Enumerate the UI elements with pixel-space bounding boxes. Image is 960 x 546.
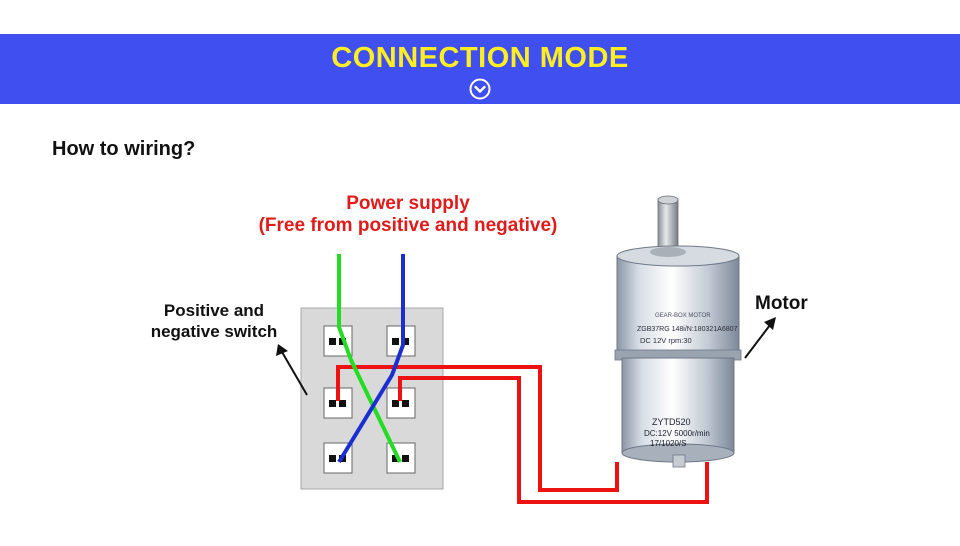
terminal-bottom-right — [386, 442, 416, 474]
power-supply-note: (Free from positive and negative) — [258, 215, 558, 236]
blue-wire — [337, 254, 405, 464]
section-banner: CONNECTION MODE — [0, 34, 960, 104]
motor-shaft-end — [657, 195, 679, 205]
red-wire-outer — [336, 365, 619, 492]
gearbox-model-text: ZGB37RG 148i/N:180321A6807 — [637, 326, 738, 333]
motor-model-text: ZYTD520 — [652, 417, 691, 427]
power-supply-label: Power supply (Free from positive and neg… — [248, 193, 568, 237]
green-wire — [337, 254, 402, 463]
motor-body — [621, 357, 735, 454]
red-wire-inner — [398, 376, 709, 504]
switch-panel — [300, 307, 444, 490]
gearbox-brand-text: GEAR-BOX MOTOR — [655, 313, 711, 319]
motor-shaft — [657, 198, 679, 252]
motor-illustration: GEAR-BOX MOTOR ZGB37RG 148i/N:180321A680… — [614, 195, 742, 468]
power-supply-title: Power supply — [346, 193, 470, 214]
page-heading: How to wiring? — [52, 138, 196, 160]
expand-button[interactable] — [469, 78, 491, 100]
chevron-down-circle-icon — [469, 78, 491, 100]
motor-code-text: 17/1020/S — [650, 439, 686, 448]
switch-label: Positive and negative switch — [140, 300, 288, 342]
banner-title: CONNECTION MODE — [331, 42, 629, 74]
switch-label-line2: negative switch — [150, 322, 278, 341]
motor-voltage-text: DC:12V 5000r/min — [644, 429, 710, 438]
gearbox-body — [616, 255, 740, 357]
motor-label: Motor — [755, 293, 808, 314]
switch-terminals — [323, 325, 416, 474]
switch-pointer-arrow — [276, 344, 308, 396]
gearbox-rating-text: DC 12V rpm:30 — [640, 336, 692, 345]
motor-pointer-arrow — [744, 317, 776, 359]
switch-label-line1: Positive and — [163, 301, 265, 320]
motor-terminal-tab — [672, 454, 686, 468]
